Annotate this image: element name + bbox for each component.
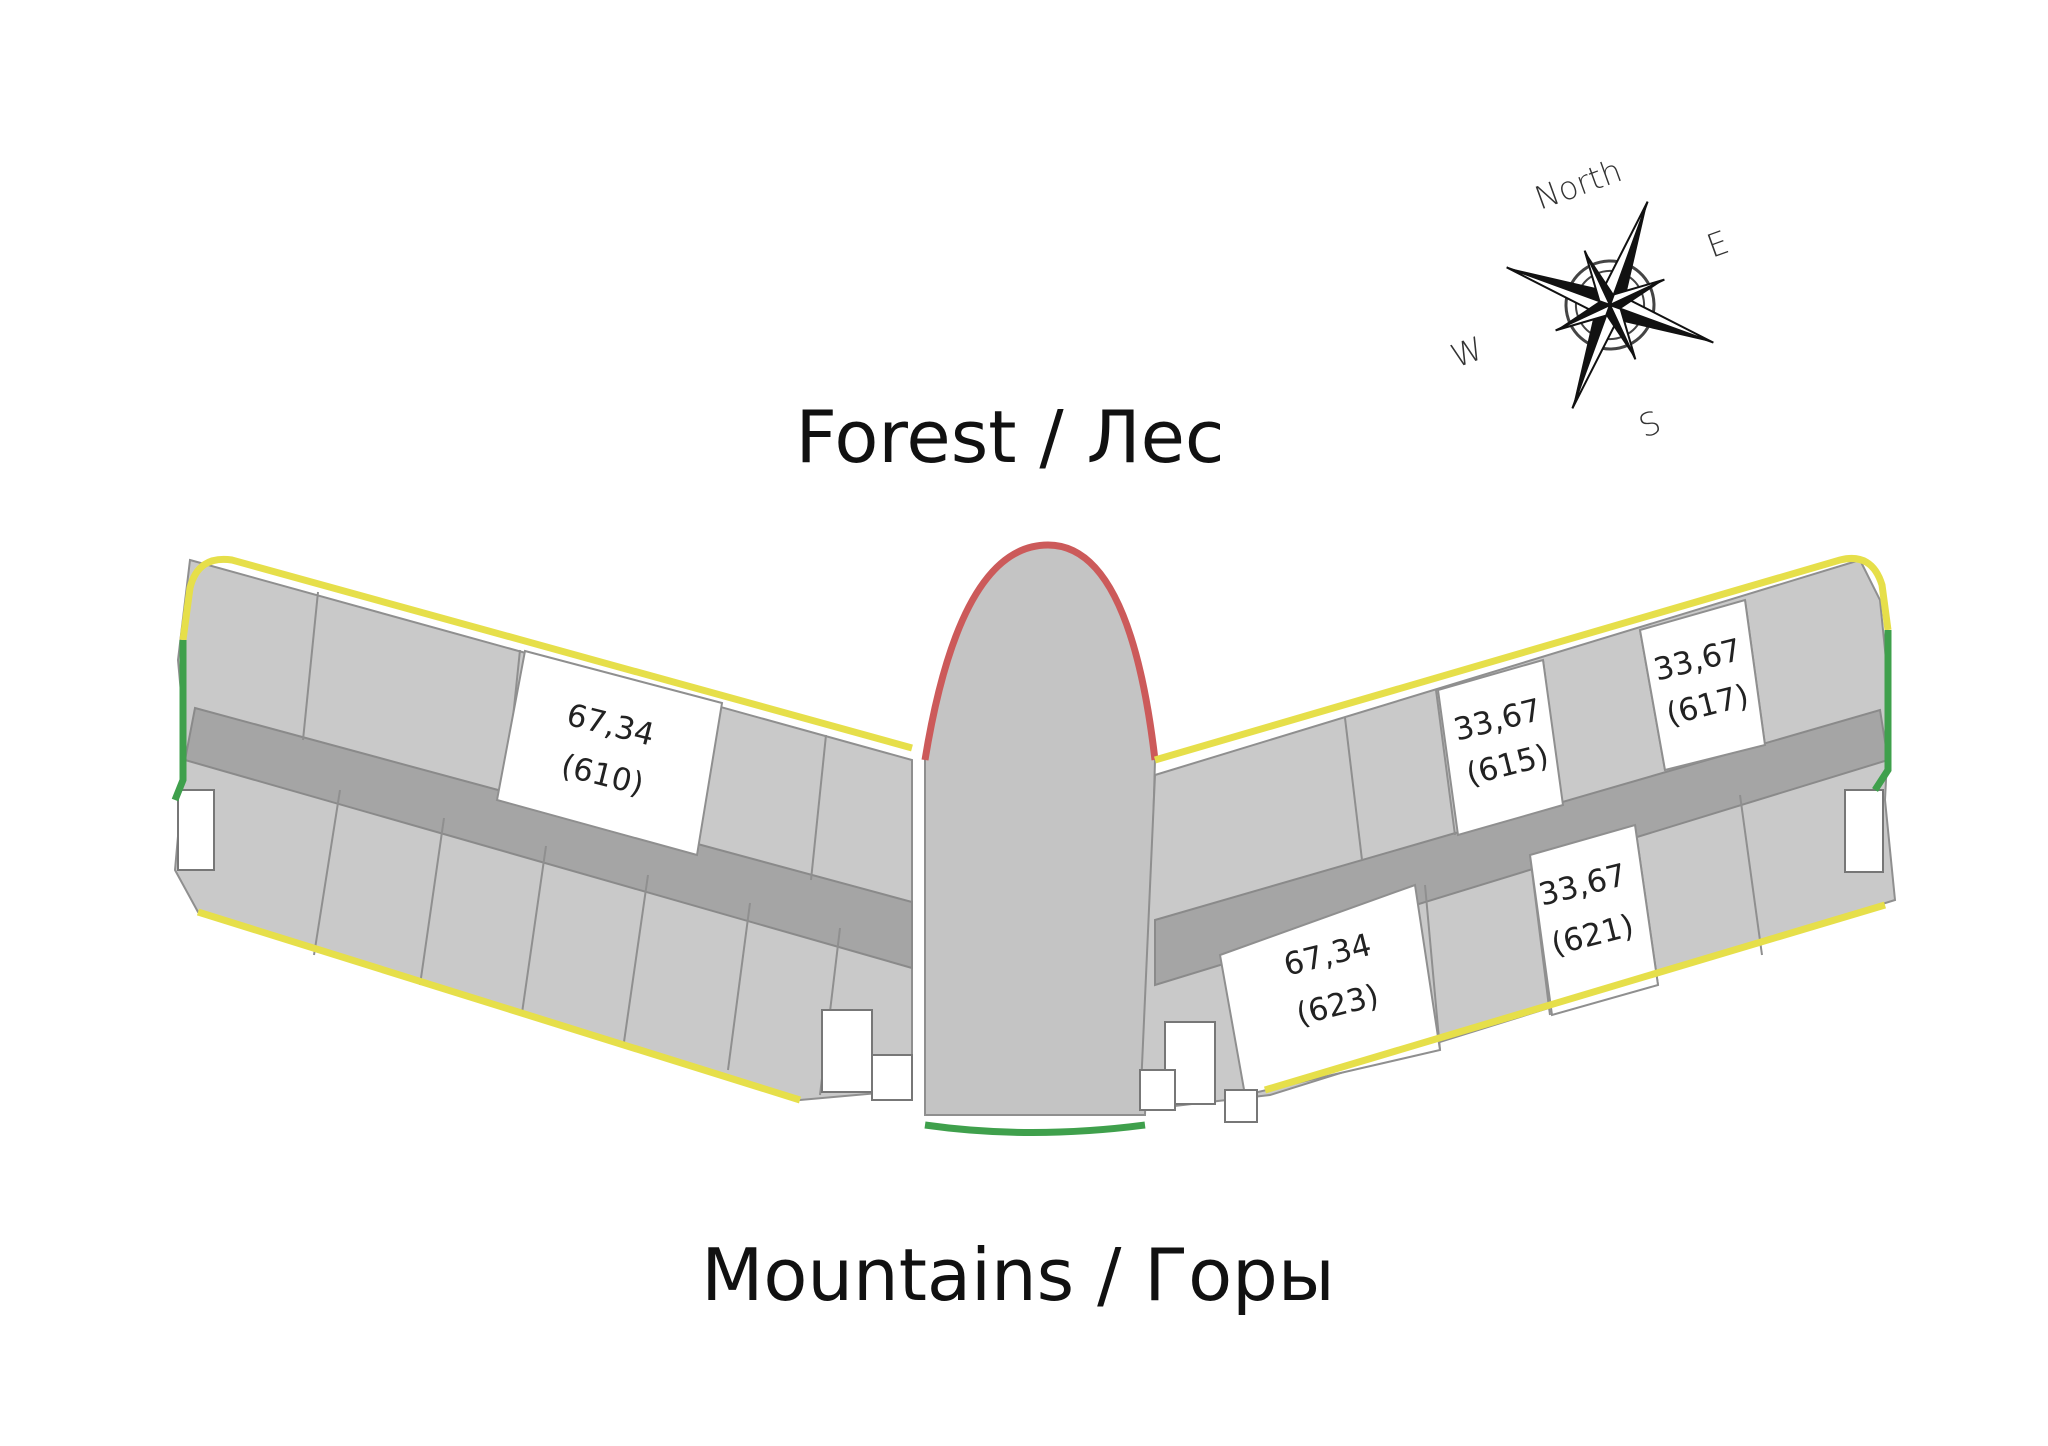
unit-623[interactable]: [1218, 883, 1442, 1097]
right-wing: 33,67 (615) 33,67 (617) 33,67 (621) 67,3…: [1138, 555, 1897, 1123]
compass-west: W: [1446, 329, 1489, 376]
hall-green-facade: [924, 1121, 1146, 1136]
right-south-facade: [1263, 901, 1887, 1094]
compass-icon: [1506, 201, 1714, 409]
left-end-stair: [177, 789, 215, 871]
unit-617[interactable]: [1638, 598, 1767, 772]
mountains-label: Mountains / Горы: [701, 1233, 1334, 1317]
left-south-facade: [196, 908, 802, 1104]
compass-rose: North E W S: [1446, 151, 1734, 446]
compass-south: S: [1634, 403, 1666, 446]
central-hall: [921, 541, 1159, 1136]
forest-label: Forest / Лес: [795, 395, 1224, 479]
compass-north: North: [1530, 151, 1627, 217]
left-end-facade: [171, 640, 187, 802]
unit-621[interactable]: [1528, 823, 1660, 1017]
right-end-stair: [1844, 789, 1884, 873]
left-north-facade: [179, 555, 913, 752]
compass-east: E: [1702, 223, 1734, 266]
unit-610[interactable]: [495, 649, 724, 857]
hall-red-facade: [921, 541, 1159, 761]
unit-615[interactable]: [1436, 658, 1565, 837]
left-wing: 67,34 (610): [171, 555, 913, 1104]
right-north-facade: [1154, 555, 1892, 764]
right-end-facade: [1872, 630, 1892, 792]
